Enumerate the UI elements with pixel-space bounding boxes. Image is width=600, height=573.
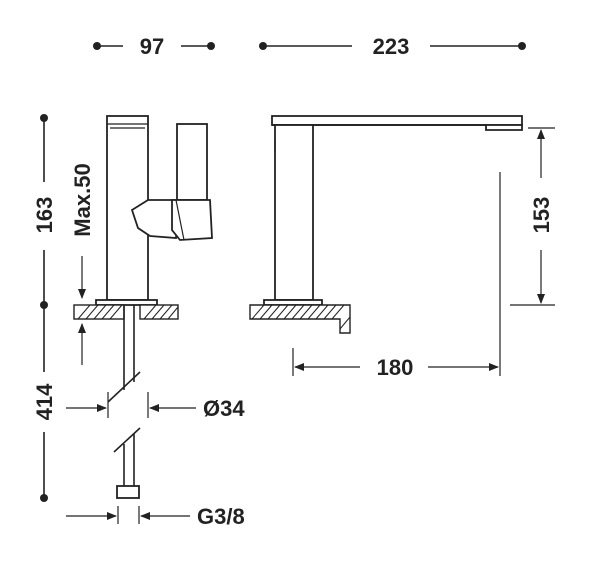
- faucet-front-view: [263, 115, 523, 306]
- dim-223: 223: [259, 34, 526, 59]
- dim-153: 153: [510, 127, 555, 306]
- deck-left: [73, 304, 179, 320]
- dim-163: 163: [32, 114, 57, 309]
- dim-153-label: 153: [529, 197, 554, 234]
- dim-97-label: 97: [140, 34, 164, 59]
- dim-163-label: 163: [32, 197, 57, 234]
- dim-max50: Max.50: [70, 163, 95, 365]
- dim-max50-label: Max.50: [70, 163, 95, 236]
- dim-223-label: 223: [373, 34, 410, 59]
- deck-right: [249, 304, 351, 334]
- dim-connection: G3/8: [66, 504, 245, 529]
- dim-180-label: 180: [377, 355, 414, 380]
- dim-97: 97: [93, 34, 215, 59]
- dim-414-label: 414: [32, 383, 57, 420]
- dim-connection-label: G3/8: [197, 504, 245, 529]
- supply-pipe: [107, 305, 141, 499]
- dim-diameter-label: Ø34: [203, 396, 245, 421]
- dim-414: 414: [32, 305, 57, 502]
- faucet-side-view: [95, 115, 213, 306]
- dim-diameter: Ø34: [66, 392, 245, 421]
- dim-180: 180: [292, 172, 501, 380]
